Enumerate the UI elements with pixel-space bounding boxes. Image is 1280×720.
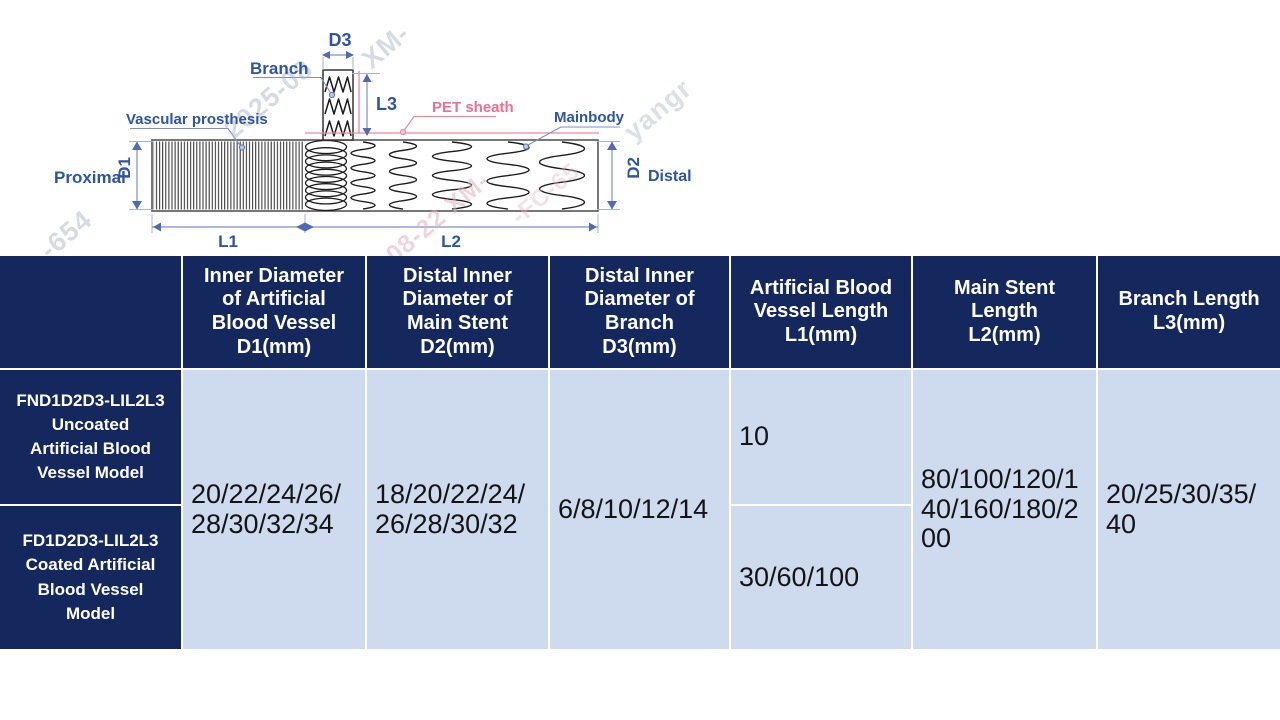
header-cell-d3: Distal Inner Diameter of Branch D3(mm) (550, 256, 729, 368)
dimension-l3 (352, 73, 380, 136)
header-cell-l2: Main Stent Length L2(mm) (913, 256, 1096, 368)
l2-label: L2 (441, 232, 461, 251)
mainbody-label: Mainbody (554, 109, 624, 126)
stent-wave-pattern (350, 141, 585, 210)
vascular-leader-dot (238, 144, 246, 151)
spec-table: Inner Diameter of Artificial Blood Vesse… (0, 256, 1280, 649)
branch-label: Branch (250, 59, 309, 78)
mainbody-leader-dot (522, 143, 530, 150)
distal-label: Distal (648, 168, 692, 185)
l1-label: L1 (218, 232, 238, 251)
mainbody-graphic (151, 139, 599, 212)
row-label-uncoated: FND1D2D3-LIL2L3 Uncoated Artificial Bloo… (0, 370, 181, 504)
row-label-coated: FD1D2D3-LIL2L3 Coated Artificial Blood V… (0, 506, 181, 649)
branch-leader-dot (328, 91, 336, 99)
vascular-graft-hatch (153, 141, 305, 210)
pet-sheath-leader-dot (399, 128, 407, 136)
branch-graphic (322, 69, 354, 141)
l3-label: L3 (376, 94, 398, 114)
header-cell-d1: Inner Diameter of Artificial Blood Vesse… (183, 256, 365, 368)
dimension-l1-l2 (151, 214, 599, 233)
cell-d1-values: 20/22/24/26/ 28/30/32/34 (183, 370, 365, 649)
dimension-d2 (597, 141, 620, 210)
stent-diagram: 2025-08 XM- yangr -654 08-22 XM- -FC-65 … (0, 0, 1280, 269)
dimension-d3 (322, 51, 354, 70)
dimension-d1 (129, 141, 153, 210)
cell-l1-coated: 30/60/100 (731, 506, 911, 649)
proximal-label: Proximal (54, 168, 126, 187)
header-cell-empty (0, 256, 181, 368)
header-cell-l3: Branch Length L3(mm) (1098, 256, 1280, 368)
d2-label: D2 (624, 157, 643, 179)
d3-label: D3 (328, 30, 352, 50)
cell-d3-values: 6/8/10/12/14 (550, 370, 729, 649)
vascular-prosthesis-label: Vascular prosthesis (126, 111, 268, 128)
stent-coil-rings (304, 139, 348, 212)
leader-lines (130, 76, 620, 147)
cell-d2-values: 18/20/22/24/ 26/28/30/32 (367, 370, 548, 649)
cell-l3-values: 20/25/30/35/ 40 (1098, 370, 1280, 649)
header-cell-l1: Artificial Blood Vessel Length L1(mm) (731, 256, 911, 368)
cell-l2-values: 80/100/120/1 40/160/180/2 00 (913, 370, 1096, 649)
header-cell-d2: Distal Inner Diameter of Main Stent D2(m… (367, 256, 548, 368)
pet-sheath-label: PET sheath (432, 99, 514, 116)
d1-label: D1 (115, 157, 134, 179)
stent-diagram-graphic (129, 51, 620, 233)
cell-l1-uncoated: 10 (731, 370, 911, 504)
